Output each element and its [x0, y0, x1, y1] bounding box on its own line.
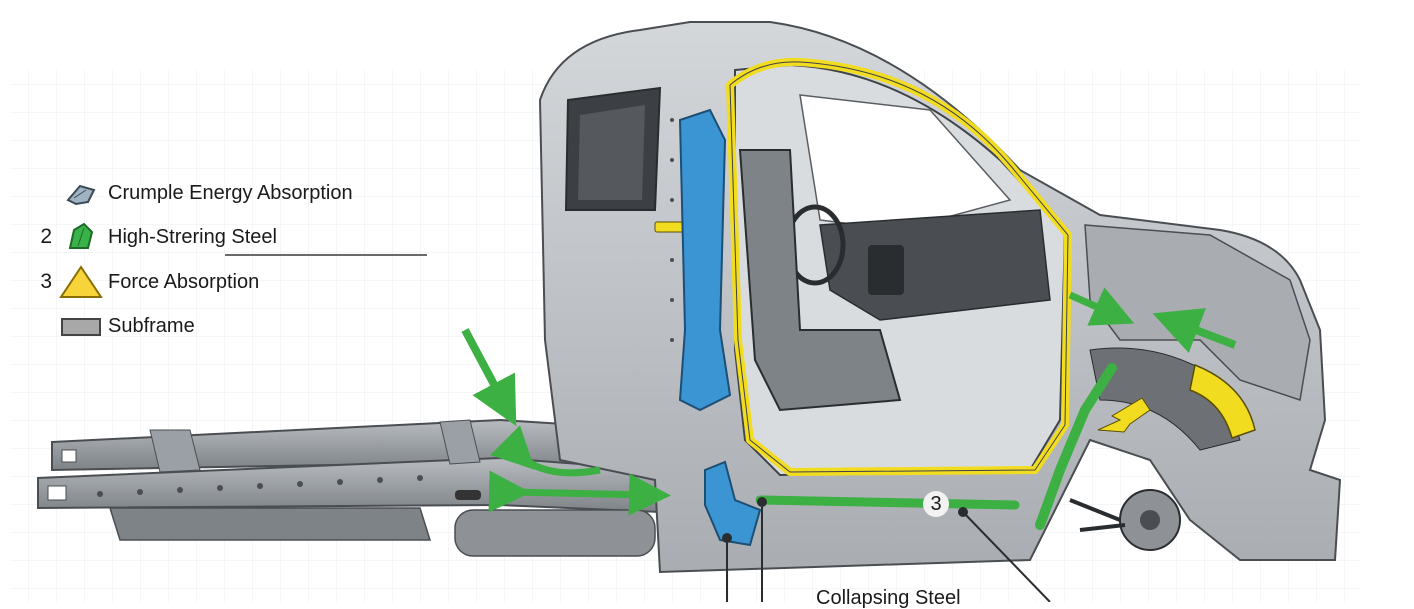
legend-label: High-Strering Steel [108, 225, 277, 248]
legend-item-high-strength: 2 High-Strering Steel [30, 220, 277, 254]
leader-lines [722, 497, 1051, 602]
legend-label: Subframe [108, 314, 195, 337]
legend-item-crumple: Crumple Energy Absorption [30, 176, 353, 210]
force-arrow-yellow [1097, 397, 1151, 433]
callout-number: 3 [923, 491, 949, 517]
legend: Crumple Energy Absorption 2 High-Strerin… [30, 170, 450, 350]
green-arrow-frame-curve [490, 425, 601, 477]
legend-number: 3 [40, 270, 52, 293]
crumple-zone-icon [58, 176, 104, 210]
green-arrow-frame-bidirectional [488, 470, 671, 516]
high-strength-sill [755, 495, 1020, 510]
legend-label: Force Absorption [108, 270, 260, 293]
green-arrow-engine-bay [1068, 287, 1135, 326]
legend-item-subframe: Subframe [30, 309, 195, 343]
green-arrow-engine-front [1152, 308, 1237, 354]
legend-label: Crumple Energy Absorption [108, 181, 353, 204]
legend-item-force: 3 Force Absorption [30, 265, 259, 299]
yellow-triangle-icon [58, 265, 104, 299]
high-strength-a-pillar-lower [1035, 363, 1117, 530]
crumple-b-pillar [678, 108, 732, 412]
gray-rectangle-icon [58, 309, 104, 343]
green-leaf-icon [58, 220, 104, 254]
legend-number: 2 [40, 225, 52, 248]
force-absorption-wheel-arch [1189, 363, 1256, 439]
bottom-callout-label: Collapsing Steel [816, 587, 961, 609]
legend-divider [225, 254, 427, 256]
muffler [454, 509, 656, 557]
crumple-lower-bracket [704, 460, 762, 547]
green-arrow-frame-down [461, 328, 517, 427]
